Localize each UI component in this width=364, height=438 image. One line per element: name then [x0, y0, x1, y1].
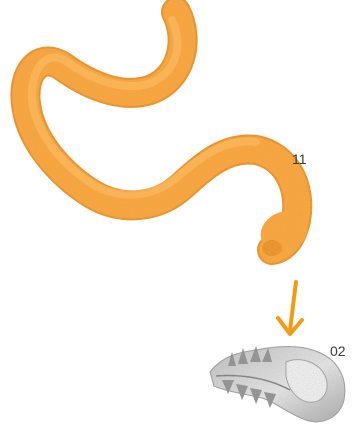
jaw-fossil-illustration — [210, 346, 345, 422]
fossil-label: 02 — [330, 344, 346, 358]
worm-body-shadow — [25, 12, 297, 250]
worm-illustration — [25, 8, 314, 260]
worm-head-tip — [262, 240, 282, 256]
down-arrow-icon — [278, 282, 302, 334]
worm-label: 11 — [292, 152, 307, 166]
